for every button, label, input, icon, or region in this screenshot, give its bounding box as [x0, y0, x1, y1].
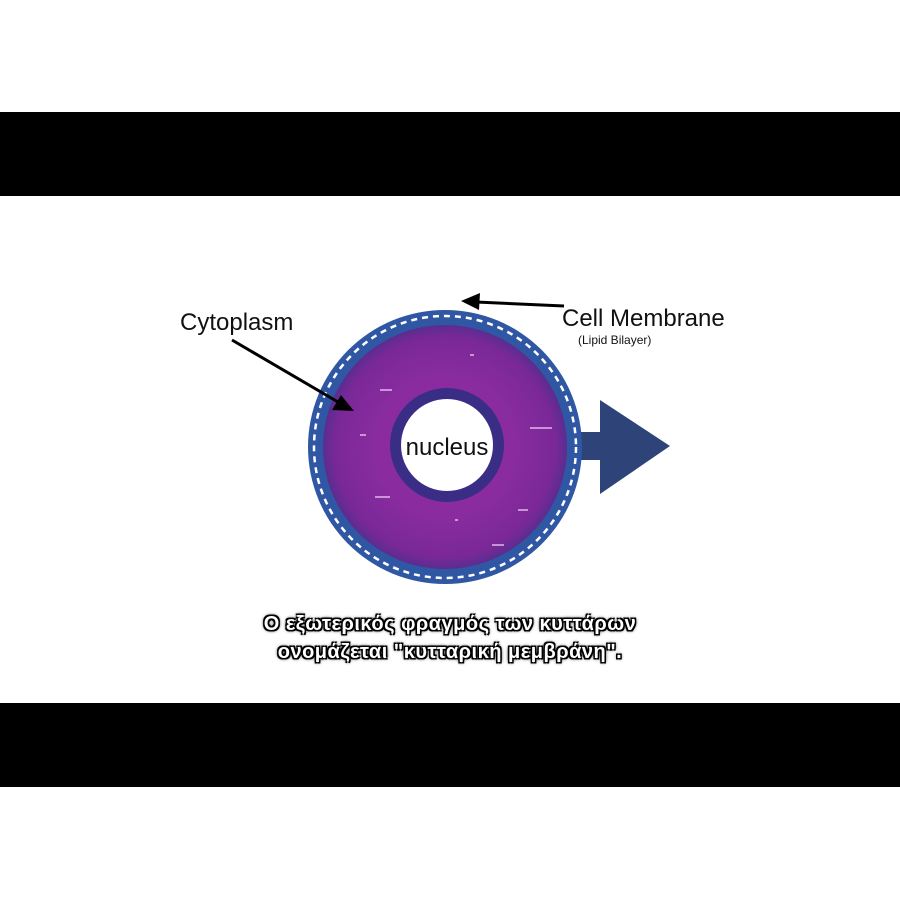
nucleus-label: nucleus	[406, 434, 489, 461]
letterbox-top-bar	[0, 112, 900, 196]
video-subtitles: Ο εξωτερικός φραγμός των κυττάρων ονομάζ…	[150, 610, 750, 666]
cell-membrane-arrow	[461, 293, 565, 310]
cell-membrane-label: Cell Membrane	[562, 305, 725, 332]
subtitle-line-2: ονομάζεται "κυτταρική μεμβράνη".	[277, 641, 623, 663]
cytoplasm-arrow	[231, 338, 354, 411]
cytoplasm-label: Cytoplasm	[180, 309, 293, 336]
nucleus	[401, 399, 493, 491]
subtitle-line-1: Ο εξωτερικός φραγμός των κυττάρων	[263, 613, 637, 635]
letterbox-bottom-bar	[0, 703, 900, 787]
lipid-bilayer-dashes	[312, 314, 578, 580]
cytoplasm-specks	[360, 354, 552, 546]
cell-membrane-note: (Lipid Bilayer)	[578, 333, 651, 347]
membrane-protein-channel	[578, 400, 670, 494]
